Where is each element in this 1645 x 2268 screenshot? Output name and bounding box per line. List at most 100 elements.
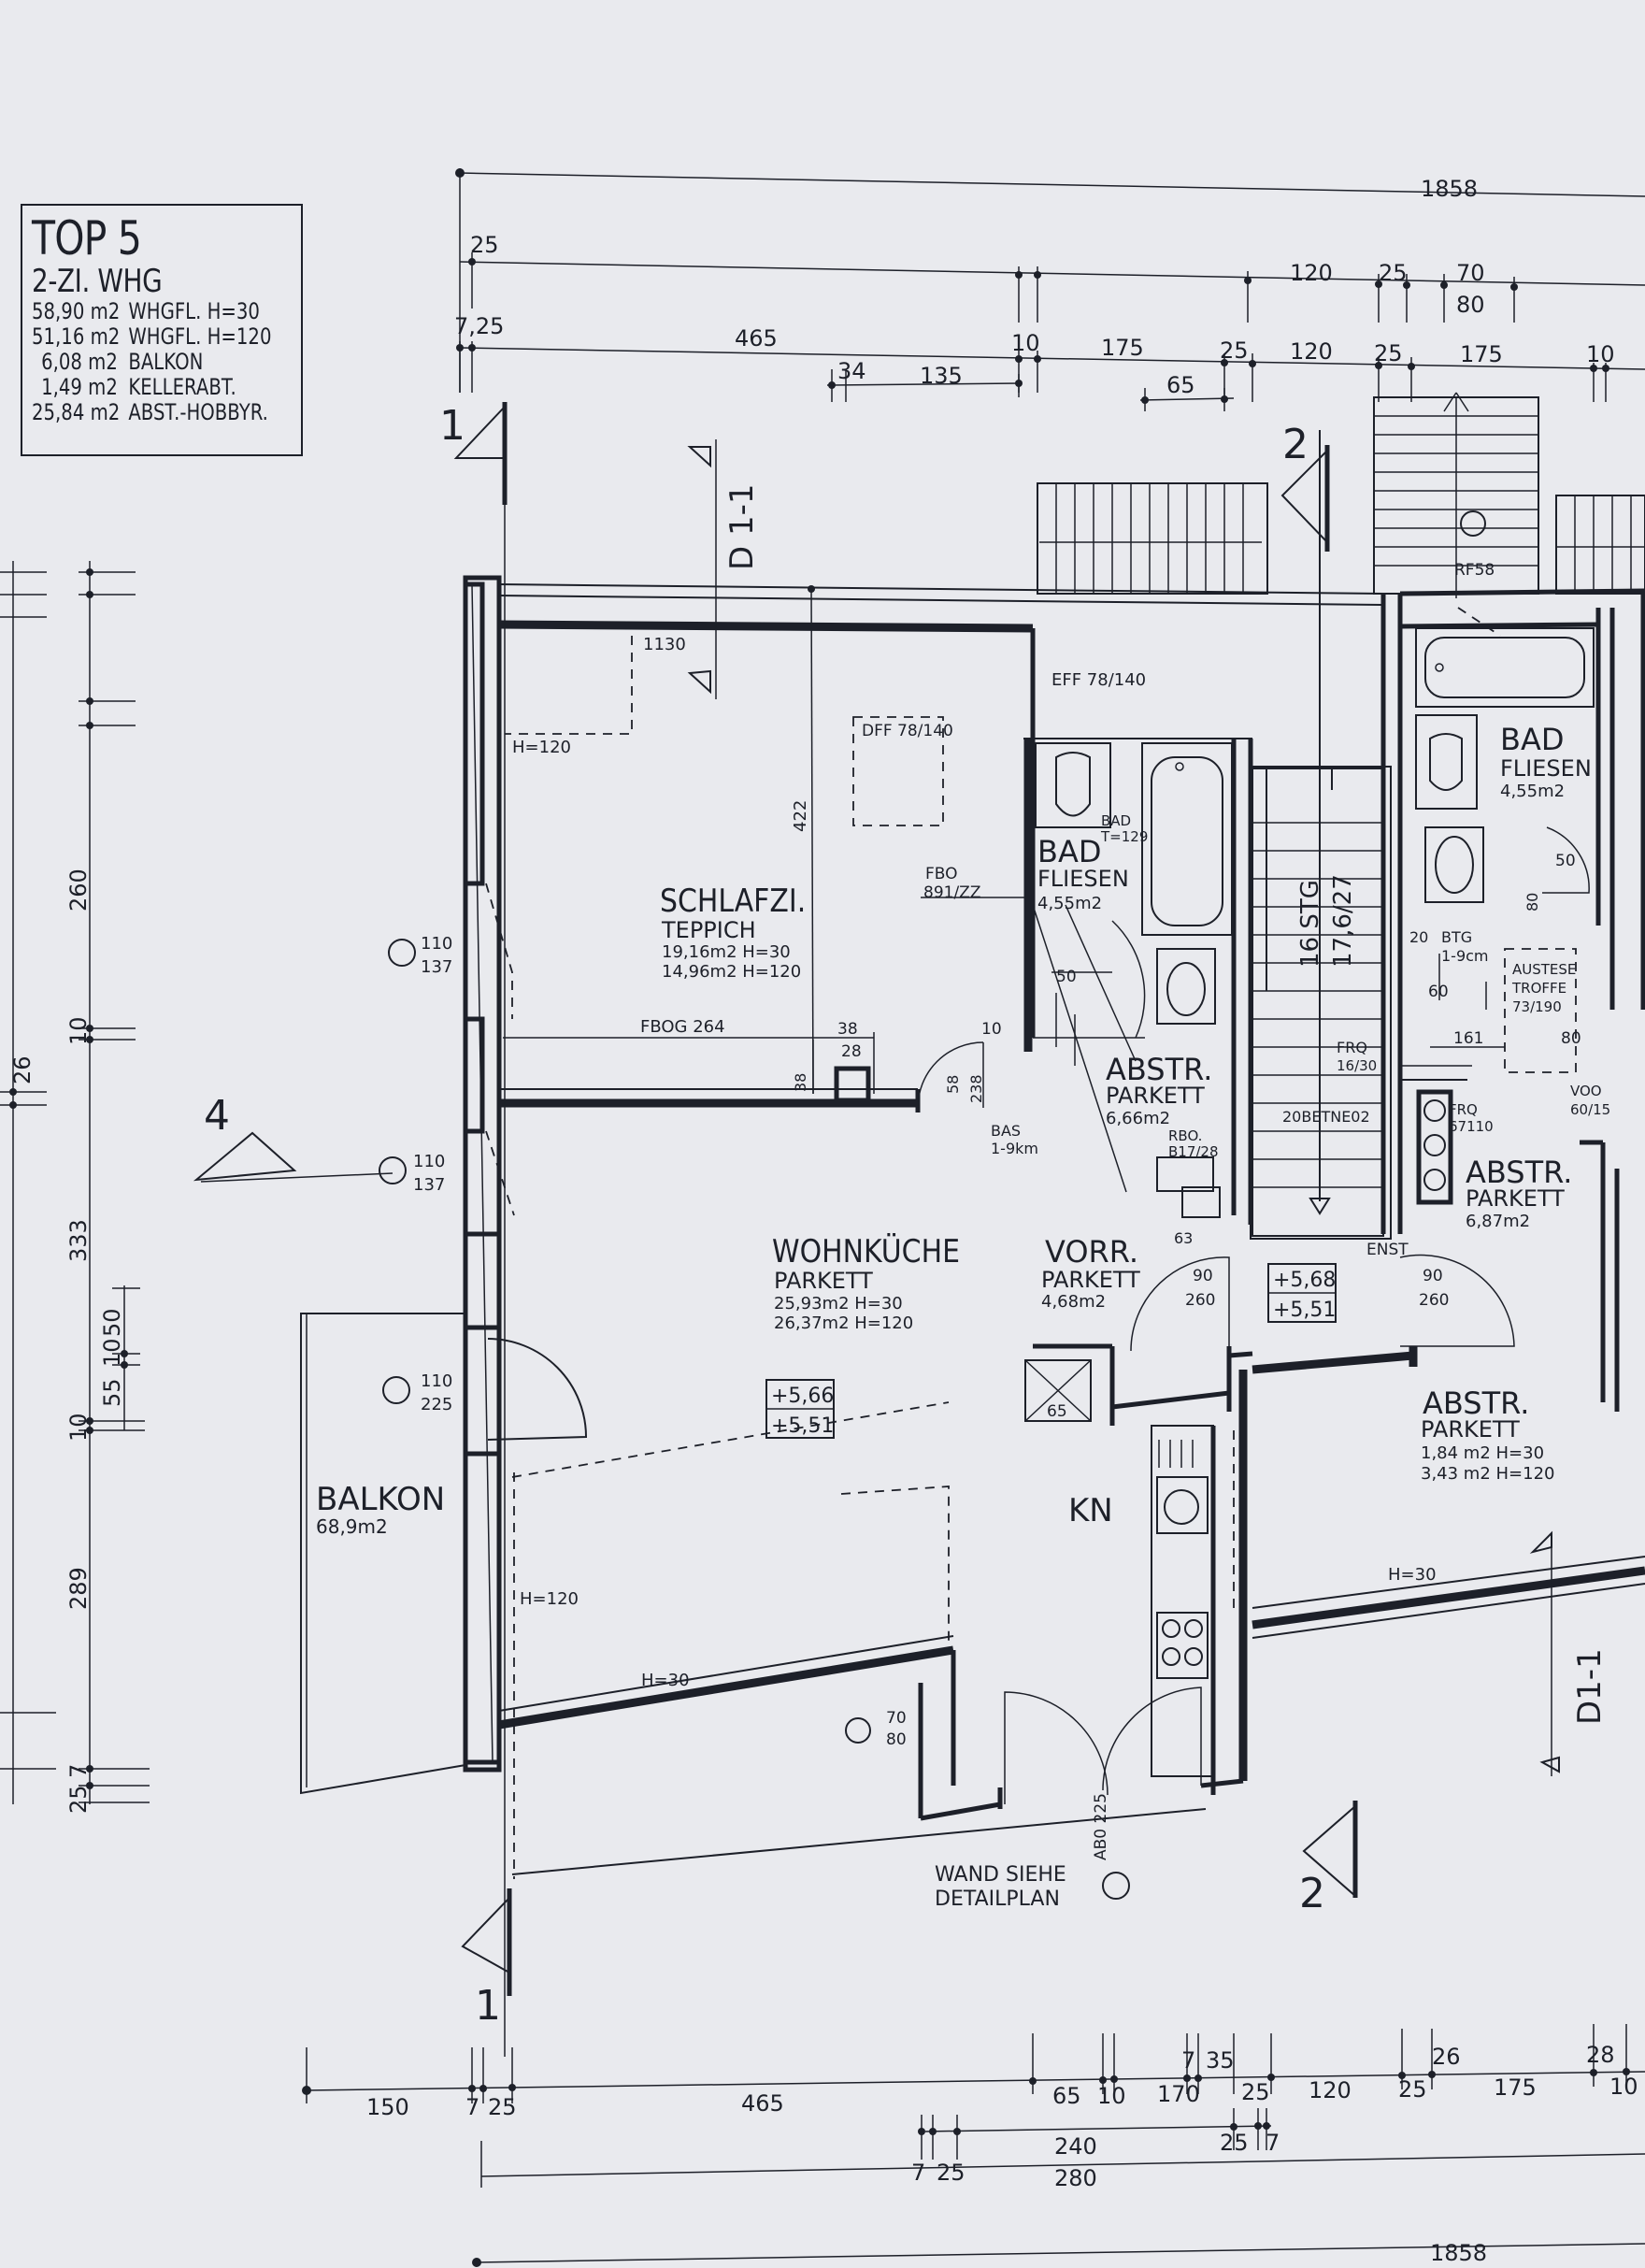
- stairs-code: 20BETNE02: [1282, 1108, 1370, 1126]
- balcony-door-swing: [487, 1338, 588, 1441]
- top-dim-135: 135: [920, 363, 963, 389]
- left-dimension-lines: [0, 561, 150, 1804]
- top-dim-25d: 25: [1374, 340, 1403, 366]
- room-vorr-name: VORR.: [1045, 1234, 1138, 1270]
- top-dim-65: 65: [1166, 372, 1195, 398]
- bottom-dim-280: 280: [1054, 2165, 1097, 2191]
- room-wohnkueche-area2: 26,37m2 H=120: [774, 1313, 913, 1333]
- bad-t-label: BAD: [1101, 812, 1131, 829]
- dim-80: 80: [1561, 1029, 1581, 1048]
- section-1-bottom: 1: [475, 1982, 501, 2030]
- left-dim-25: 25: [65, 1785, 92, 1814]
- unit-title: TOP 5: [32, 211, 142, 266]
- dim-65: 65: [1047, 1402, 1067, 1421]
- bottom-dim-240: 240: [1054, 2133, 1097, 2160]
- room-vorr-area: 4,68m2: [1041, 1292, 1106, 1312]
- stair-run: [1252, 430, 1384, 1237]
- left-dim-10: 10: [65, 1016, 92, 1045]
- btg-label: BTG: [1441, 928, 1472, 946]
- room-balkon-name: BALKON: [316, 1481, 445, 1518]
- dim-63: 63: [1174, 1229, 1193, 1247]
- area-label: WHGFL. H=120: [128, 323, 272, 350]
- austese-label: AUSTESE: [1512, 961, 1576, 978]
- bottom-dim-465: 465: [741, 2090, 784, 2117]
- rbo-value: B17/28: [1168, 1143, 1219, 1160]
- dim-50b: 50: [1555, 852, 1576, 870]
- eff-label: EFF 78/140: [1051, 670, 1146, 690]
- room-abstr-right-area: 6,87m2: [1466, 1212, 1530, 1231]
- dim-422: 422: [791, 800, 810, 832]
- wand-note-2: DETAILPLAN: [935, 1888, 1060, 1911]
- room-abstr-lower-floor: PARKETT: [1421, 1416, 1520, 1443]
- top-dim-7-25: 7,25: [454, 313, 504, 339]
- room-bad-right-area: 4,55m2: [1500, 782, 1565, 801]
- section-d1-1-right: D1-1: [1571, 1648, 1609, 1725]
- room-vorr-floor: PARKETT: [1041, 1267, 1140, 1293]
- top-dim-1858: 1858: [1421, 176, 1478, 202]
- bottom-dim-65: 65: [1052, 2083, 1081, 2109]
- room-abstr-lower-area1: 1,84 m2 H=30: [1421, 1443, 1544, 1463]
- bottom-dim-25d: 25: [937, 2160, 966, 2186]
- left-dim-26: 26: [9, 1055, 36, 1084]
- bottom-dim-25e: 25: [1220, 2130, 1249, 2156]
- room-abstr-lower-name: ABSTR.: [1423, 1385, 1529, 1421]
- top-dim-120: 120: [1290, 260, 1333, 286]
- level-2-b: +5,51: [1273, 1299, 1336, 1322]
- fbo-label: FBO: [925, 865, 958, 883]
- bottom-dim-top-28: 28: [1586, 2042, 1615, 2068]
- bottom-dim-25b: 25: [1241, 2079, 1270, 2105]
- bathroom-fixtures-left: [1032, 742, 1233, 1218]
- area-label: ABST.-HOBBYR.: [128, 399, 268, 425]
- rbo-label: RBO.: [1168, 1127, 1202, 1144]
- window-3-a: 110: [421, 1371, 452, 1391]
- area-value: 58,90 m2: [32, 298, 121, 324]
- bottom-dim-top-35: 35: [1206, 2047, 1235, 2074]
- room-abstr-left-area: 6,66m2: [1106, 1109, 1170, 1128]
- area-label: KELLERABT.: [128, 374, 236, 400]
- dim-260: 260: [1185, 1291, 1215, 1310]
- top-dim-ticks: [456, 252, 1609, 411]
- frq-value: 67110: [1449, 1118, 1494, 1135]
- area-row: 51,16 m2 WHGFL. H=120: [32, 323, 271, 350]
- bottom-dim-10b: 10: [1609, 2074, 1638, 2100]
- dim-58: 58: [944, 1075, 962, 1094]
- bottom-dim-7c: 7: [1266, 2130, 1280, 2156]
- section-1-top: 1: [439, 402, 465, 450]
- room-bad-left-floor: FLIESEN: [1037, 866, 1129, 892]
- bottom-dim-170: 170: [1157, 2081, 1200, 2107]
- rf58-label: RF58: [1454, 561, 1495, 580]
- frq-label: FRQ: [1449, 1101, 1478, 1118]
- level-1-a: +5,66: [771, 1385, 834, 1408]
- balcony: [300, 1313, 466, 1795]
- area-value: 25,84 m2: [32, 399, 121, 425]
- wand-note-1: WAND SIEHE: [935, 1863, 1066, 1887]
- left-dim-289: 289: [65, 1567, 92, 1610]
- bottom-dim-150: 150: [366, 2094, 409, 2120]
- room-abstr-left-floor: PARKETT: [1106, 1083, 1205, 1109]
- area-value: 51,16 m2: [32, 323, 121, 350]
- top-dim-175b: 175: [1460, 341, 1503, 367]
- bas-label: BAS: [991, 1122, 1021, 1140]
- room-abstr-left-name: ABSTR.: [1106, 1052, 1212, 1087]
- top-dim-10b: 10: [1586, 341, 1615, 367]
- room-kn-name: KN: [1068, 1492, 1113, 1529]
- top-dim-25: 25: [470, 232, 499, 258]
- dim-161: 161: [1453, 1029, 1483, 1048]
- bottom-dim-10: 10: [1097, 2083, 1126, 2109]
- bottom-dim-1858: 1858: [1430, 2240, 1487, 2266]
- troffe-label: TROFFE: [1511, 980, 1566, 997]
- walls: [463, 575, 1645, 1821]
- room-wohnkueche-area1: 25,93m2 H=30: [774, 1294, 903, 1313]
- top-dim-120b: 120: [1290, 338, 1333, 365]
- area-value: 6,08 m2: [41, 349, 118, 375]
- dim-50: 50: [1056, 968, 1077, 986]
- h120-living: H=120: [520, 1589, 579, 1609]
- room-abstr-lower-area2: 3,43 m2 H=120: [1421, 1464, 1554, 1484]
- h30-living: H=30: [641, 1671, 690, 1690]
- top-dim-25c: 25: [1220, 337, 1249, 364]
- h30-corridor: H=30: [1388, 1565, 1437, 1585]
- voo-value: 60/15: [1570, 1101, 1610, 1118]
- top-dimension-lines: 1858 25 120 25 70 80 7,25 465 10 175 25 …: [454, 168, 1645, 411]
- level-2-a: +5,68: [1273, 1269, 1336, 1292]
